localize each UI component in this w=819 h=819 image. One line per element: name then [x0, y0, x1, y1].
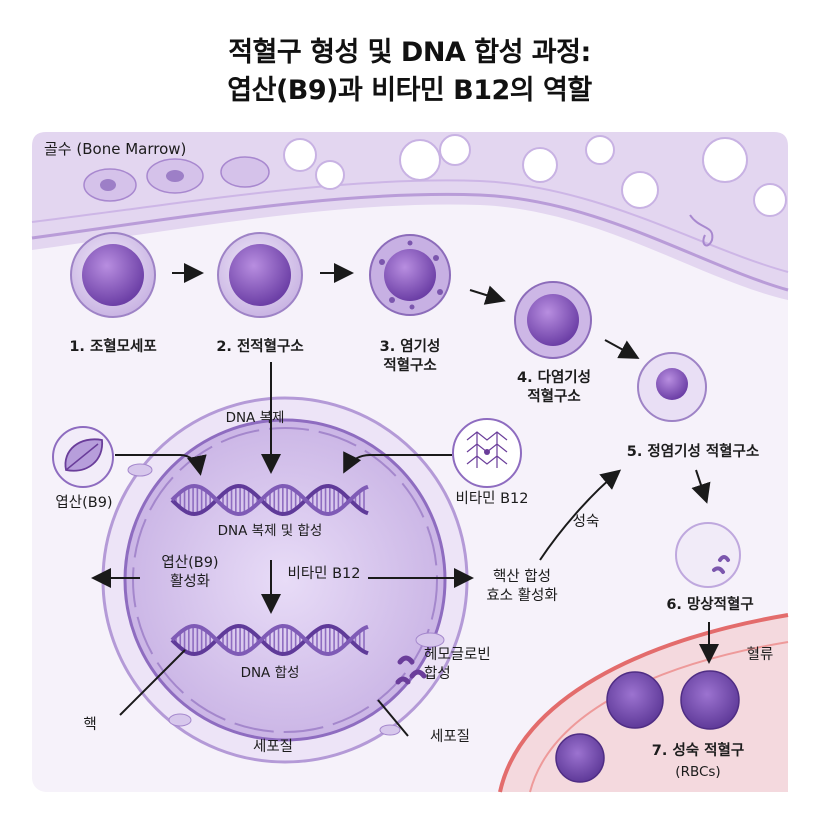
large-cell [101, 396, 469, 764]
folate-activation-line2: 활성화 [169, 574, 211, 590]
vitamin-b12-label: 비타민 B12 [455, 491, 529, 507]
dna-strand [170, 623, 369, 657]
nucleic-acid-label-line2: 효소 활성화 [486, 588, 558, 604]
dna-synthesis-label: DNA 합성 [240, 665, 300, 681]
hemoglobin-label-line1: 헤모글로빈 [424, 647, 491, 663]
stage-3-label-line2: 적혈구소 [383, 358, 437, 374]
stage-4-label-line2: 적혈구소 [527, 389, 581, 405]
stage-6-label: 6. 망상적혈구 [666, 597, 754, 613]
stage-5-cell [637, 352, 707, 422]
stage-1-label: 1. 조혈모세포 [69, 339, 157, 355]
dna-helix-replication [170, 483, 369, 517]
stage-1-cell [70, 232, 156, 318]
hemoglobin-label-line2: 합성 [424, 666, 451, 682]
stage-6-cell [675, 522, 741, 588]
title-line-2: 엽산(B9)과 비타민 B12의 역할 [227, 75, 592, 106]
blood-flow-label: 혈류 [746, 647, 774, 663]
cobalamin-molecule-icon [452, 418, 522, 488]
stage-2-label: 2. 전적혈구소 [216, 339, 304, 355]
hemoglobin-icon [395, 655, 427, 685]
stage-4-label-line1: 4. 다염기성 [516, 370, 591, 386]
process-arrows [91, 362, 622, 737]
dna-rep-synth-label: DNA 복제 및 합성 [217, 523, 323, 539]
dna-strand [170, 483, 369, 517]
maturation-label: 성숙 [572, 514, 600, 530]
folate-activation-line1: 엽산(B9) [161, 555, 219, 571]
mature-rbcs [555, 670, 740, 783]
leaf-icon [52, 426, 114, 488]
stage-arrows [172, 263, 719, 664]
stage-7-label-line2: (RBCs) [675, 764, 721, 780]
bone-marrow-label: 골수 (Bone Marrow) [44, 140, 187, 158]
nucleic-acid-label-line1: 핵산 합성 [493, 569, 551, 585]
title-line-1: 적혈구 형성 및 DNA 합성 과정: [228, 37, 591, 68]
cytoplasm-center-label: 세포질 [252, 739, 294, 755]
stage-3-label-line1: 3. 염기성 [379, 339, 441, 355]
cytoplasm-right-label: 세포질 [429, 729, 471, 745]
folate-label: 엽산(B9) [55, 495, 113, 511]
stage-4-cell [514, 281, 592, 359]
dna-strand [170, 483, 369, 517]
stage-2-cell [217, 232, 303, 318]
stage-7-label-line1: 7. 성숙 적혈구 [651, 743, 745, 759]
bone-marrow-tissue [31, 132, 789, 300]
vitamin-b12-center-label: 비타민 B12 [287, 566, 361, 582]
nucleus-label: 핵 [83, 717, 97, 733]
dna-strand [170, 623, 369, 657]
stage-5-label: 5. 정염기성 적혈구소 [626, 444, 760, 460]
stage-3-cell [369, 234, 451, 316]
dna-helix-synthesis [170, 623, 369, 657]
dna-replication-label: DNA 복제 [225, 410, 285, 426]
